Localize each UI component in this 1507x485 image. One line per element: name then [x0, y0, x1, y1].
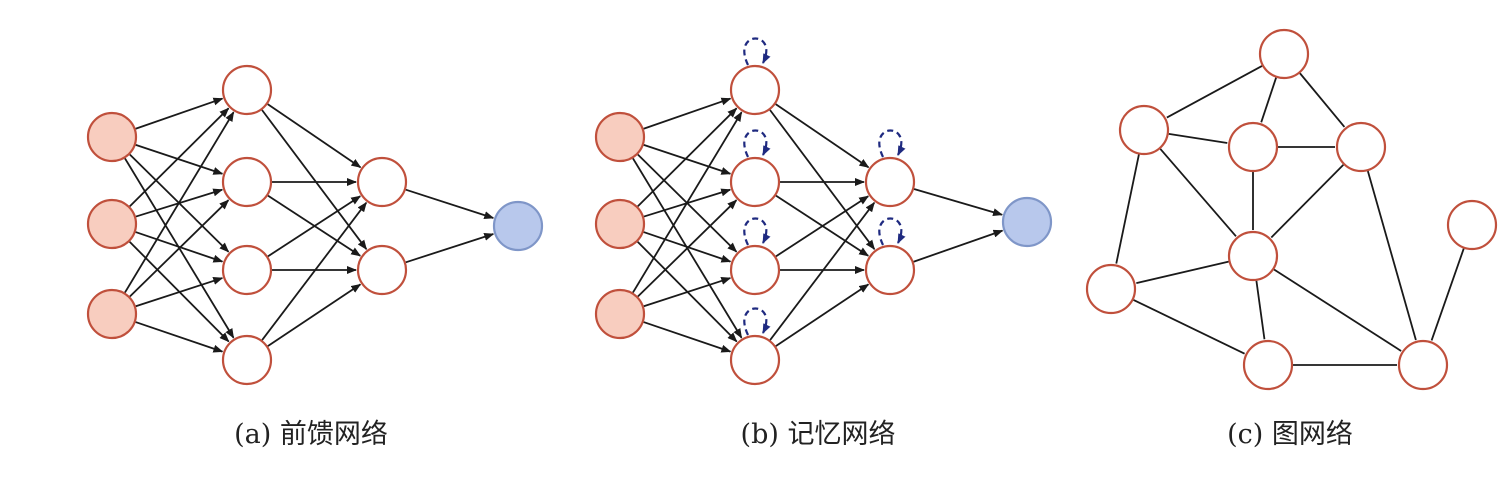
memory-edge: [913, 229, 1004, 263]
memory-edge: [769, 109, 876, 250]
hidden-memory-node: [864, 244, 916, 296]
hidden-node: [221, 244, 273, 296]
memory-edge: [775, 195, 870, 258]
graph-edge: [1115, 154, 1140, 264]
graph-node: [1242, 339, 1294, 391]
graph-node: [1258, 28, 1310, 80]
self-loop: [878, 129, 906, 158]
feedforward-edges: [124, 97, 495, 353]
graph-edge: [1299, 72, 1346, 128]
graph-nodes: [1085, 28, 1498, 391]
hidden-node: [221, 156, 273, 208]
caption-memory: (b) 记忆网络: [741, 419, 896, 450]
feedforward-edge: [135, 277, 224, 308]
graph-edge: [1166, 65, 1263, 119]
memory-edges: [632, 97, 1004, 353]
memory-edge: [637, 107, 738, 208]
feedforward-edge: [135, 321, 224, 353]
memory-edge: [643, 321, 732, 353]
feedforward-edge: [261, 201, 368, 341]
graph-node: [1397, 339, 1449, 391]
memory-edge: [632, 111, 743, 294]
memory-edge: [913, 188, 1004, 217]
memory-edge: [643, 277, 732, 308]
memory-edge: [775, 283, 870, 347]
feedforward-edge: [135, 97, 224, 130]
memory-edge: [643, 231, 732, 263]
graph-node: [1227, 230, 1279, 282]
memory-edge: [769, 201, 876, 341]
graph-edge: [1270, 164, 1345, 239]
caption-graph: (c) 图网络: [1227, 419, 1353, 450]
feedforward-edge: [261, 109, 368, 250]
hidden-memory-node: [864, 156, 916, 208]
feedforward-edge: [135, 231, 224, 263]
feedforward-edge: [267, 283, 362, 347]
graph-edge: [1255, 280, 1266, 340]
hidden-node: [221, 334, 273, 386]
panel-c-graph: (c) 图网络: [1085, 28, 1498, 450]
memory-edge: [637, 199, 738, 298]
hidden-node: [356, 244, 408, 296]
graph-node: [1118, 104, 1170, 156]
output-node: [1001, 196, 1053, 248]
self-loop: [878, 217, 906, 246]
feedforward-edge: [129, 107, 230, 208]
feedforward-edge: [124, 111, 235, 294]
graph-edge: [1366, 170, 1417, 341]
feedforward-edge: [129, 199, 230, 298]
feedforward-edge: [405, 232, 495, 264]
graph-edges: [1115, 65, 1465, 366]
feedforward-edge: [267, 103, 362, 169]
panel-b-memory: (b) 记忆网络: [594, 37, 1053, 450]
hidden-node: [221, 64, 273, 116]
feedforward-edge: [405, 188, 495, 220]
panel-a-feedforward: (a) 前馈网络: [86, 64, 544, 450]
feedforward-edge: [267, 195, 362, 258]
input-node: [86, 288, 138, 340]
memory-edge: [643, 97, 732, 130]
graph-edge: [1136, 260, 1229, 284]
feedforward-edge: [135, 144, 224, 175]
hidden-memory-node: [729, 64, 781, 116]
input-node: [86, 198, 138, 250]
memory-self-loops: [743, 37, 906, 336]
memory-nodes: [594, 64, 1053, 386]
input-node: [594, 198, 646, 250]
hidden-memory-node: [729, 156, 781, 208]
input-node: [594, 288, 646, 340]
hidden-node: [356, 156, 408, 208]
graph-edge: [1133, 299, 1245, 355]
memory-edge: [643, 144, 732, 175]
graph-node: [1227, 121, 1279, 173]
graph-node: [1085, 263, 1137, 315]
caption-feedforward: (a) 前馈网络: [234, 419, 388, 450]
graph-node: [1446, 199, 1498, 251]
graph-edge: [1430, 248, 1465, 341]
memory-edge: [775, 103, 870, 169]
feedforward-nodes: [86, 64, 544, 386]
input-node: [86, 111, 138, 163]
hidden-memory-node: [729, 244, 781, 296]
graph-node: [1335, 121, 1387, 173]
self-loop: [743, 307, 771, 336]
output-node: [492, 200, 544, 252]
graph-edge: [1260, 77, 1277, 123]
self-loop: [743, 37, 771, 66]
self-loop: [743, 217, 771, 246]
self-loop: [743, 129, 771, 158]
input-node: [594, 111, 646, 163]
graph-edge: [1168, 132, 1228, 144]
graph-edge: [1273, 268, 1402, 352]
graph-edge: [1159, 148, 1237, 237]
hidden-memory-node: [729, 334, 781, 386]
